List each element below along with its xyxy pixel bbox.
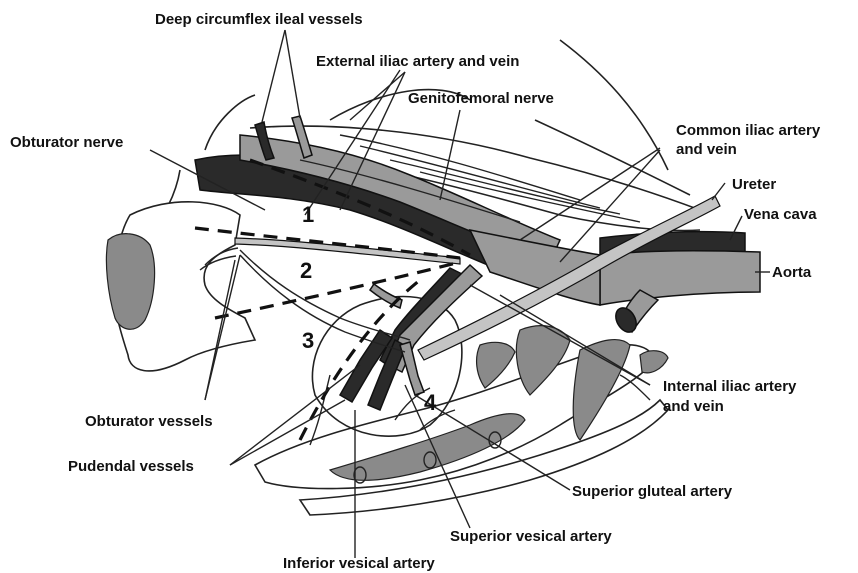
label-common-iliac-line1: Common iliac artery [676, 122, 821, 139]
label-aorta: Aorta [772, 264, 812, 281]
zone-number-1: 1 [302, 202, 314, 227]
label-common-iliac-line2: and vein [676, 141, 737, 158]
zone-number-3: 3 [302, 328, 314, 353]
label-obturator-nerve: Obturator nerve [10, 134, 123, 151]
label-internal-iliac-line1: Internal iliac artery [663, 378, 797, 395]
label-obturator-vessels: Obturator vessels [85, 413, 213, 430]
label-genitofemoral-nerve: Genitofemoral nerve [408, 90, 554, 107]
obturator-nerve [235, 238, 460, 264]
label-ureter: Ureter [732, 176, 776, 193]
zone-number-2: 2 [300, 258, 312, 283]
label-deep-circumflex-ileal-vessels: Deep circumflex ileal vessels [155, 11, 363, 28]
label-vena-cava: Vena cava [744, 206, 817, 223]
label-inferior-vesical-artery: Inferior vesical artery [283, 555, 435, 572]
label-superior-vesical-artery: Superior vesical artery [450, 528, 612, 545]
label-external-iliac-artery-vein: External iliac artery and vein [316, 53, 519, 70]
label-internal-iliac-line2: and vein [663, 398, 724, 415]
label-pudendal-vessels: Pudendal vessels [68, 458, 194, 475]
label-superior-gluteal-artery: Superior gluteal artery [572, 483, 733, 500]
zone-number-4: 4 [424, 390, 437, 415]
